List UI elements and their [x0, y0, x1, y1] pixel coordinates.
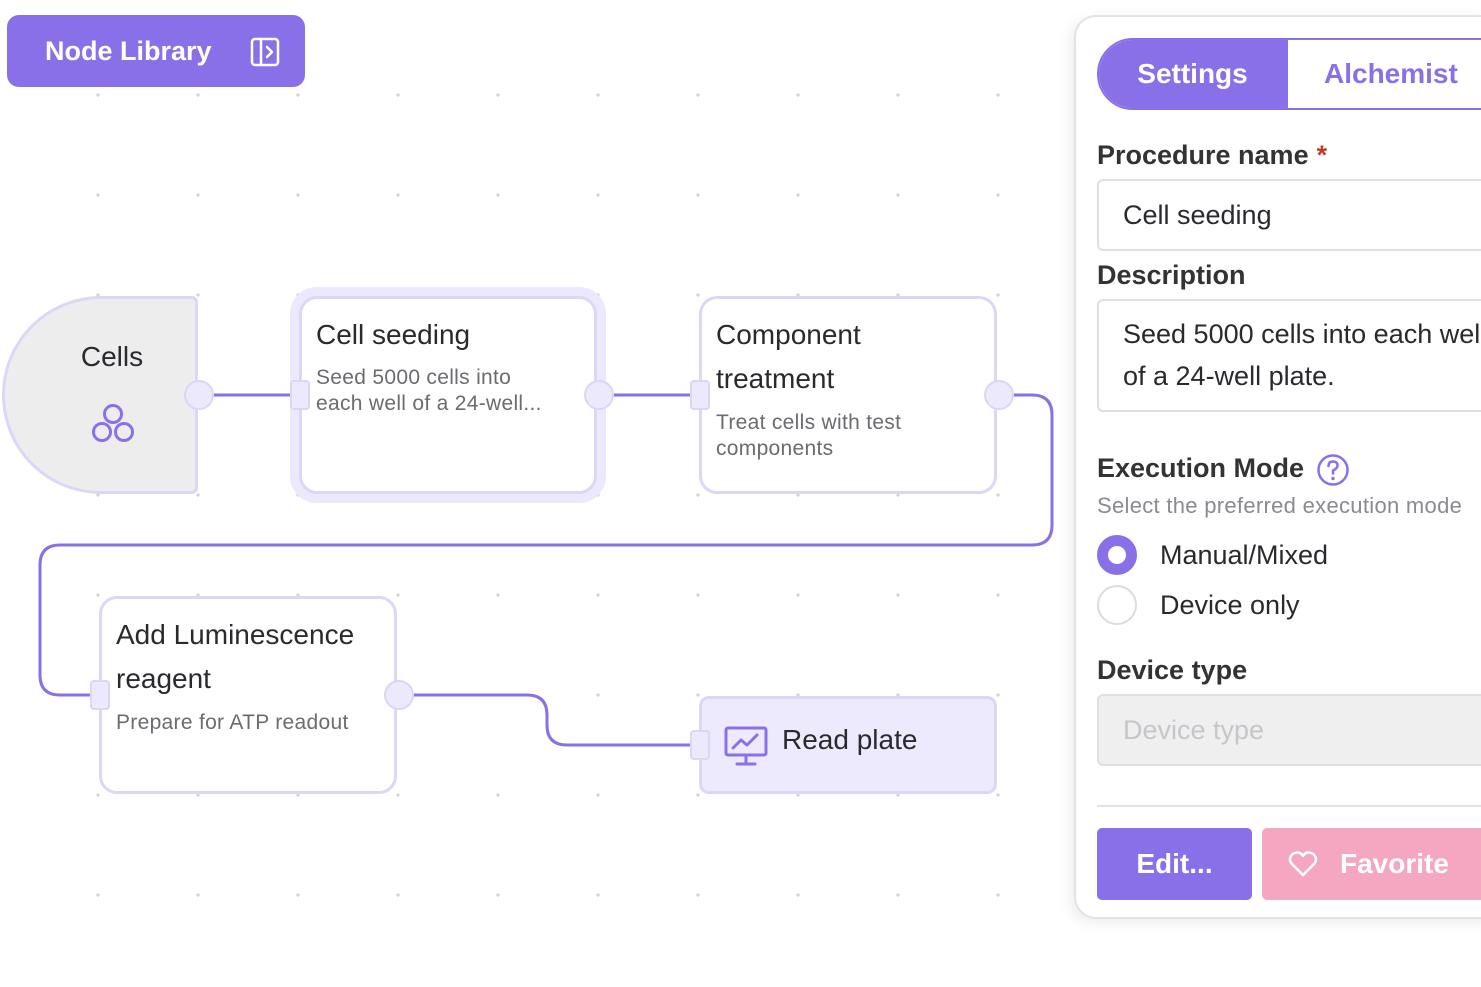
description-textarea[interactable]: Seed 5000 cells into each well of a 24-w… [1097, 299, 1481, 412]
node-cell-seeding-output-handle[interactable] [584, 380, 614, 410]
procedure-name-label: Procedure name* [1097, 140, 1327, 171]
node-cell-seeding-title: Cell seeding [316, 319, 471, 350]
execution-mode-hint: Select the preferred execution mode [1097, 493, 1463, 518]
node-cell-seeding-desc-line2: each well of a 24-well... [316, 392, 542, 415]
node-cells-output-handle[interactable] [184, 380, 214, 410]
node-component-treatment-output-handle[interactable] [984, 380, 1014, 410]
node-add-luminescence-title-line2: reagent [116, 663, 211, 694]
node-library-button[interactable]: Node Library [7, 15, 305, 87]
monitor-chart-icon [724, 725, 768, 772]
radio-manual-mixed-label: Manual/Mixed [1160, 539, 1329, 570]
node-component-treatment-desc-line2: components [716, 437, 834, 460]
radio-device-only-control[interactable] [1097, 585, 1137, 625]
node-cell-seeding[interactable]: Cell seeding Seed 5000 cells into each w… [299, 296, 597, 494]
cells-icon [89, 400, 137, 453]
radio-device-only[interactable]: Device only [1097, 585, 1300, 625]
sidebar-panel-icon [250, 37, 280, 74]
edge-component-treatment-to-add-luminescence [38, 393, 1054, 697]
node-read-plate[interactable]: Read plate [699, 696, 997, 794]
radio-manual-mixed-control[interactable] [1097, 535, 1137, 575]
node-add-luminescence-input-handle[interactable] [90, 680, 110, 710]
node-component-treatment-title-line2: treatment [716, 363, 835, 394]
panel-tabs: Settings Alchemist [1097, 38, 1481, 110]
tab-alchemist[interactable]: Alchemist [1286, 40, 1481, 108]
help-icon[interactable] [1316, 453, 1350, 492]
radio-manual-mixed[interactable]: Manual/Mixed [1097, 535, 1328, 575]
device-type-input[interactable] [1097, 694, 1481, 766]
edit-button[interactable]: Edit... [1097, 828, 1252, 900]
device-type-label: Device type [1097, 655, 1248, 685]
node-component-treatment-desc-line1: Treat cells with test [716, 411, 902, 434]
favorite-button-label: Favorite [1340, 848, 1449, 879]
node-add-luminescence-desc: Prepare for ATP readout [116, 711, 349, 734]
node-library-label: Node Library [45, 35, 212, 66]
node-cells[interactable]: Cells [2, 296, 198, 494]
procedure-name-label-text: Procedure name [1097, 140, 1309, 170]
node-add-luminescence-reagent[interactable]: Add Luminescence reagent Prepare for ATP… [99, 596, 397, 794]
procedure-name-input[interactable] [1097, 179, 1481, 251]
tab-settings[interactable]: Settings [1099, 40, 1286, 108]
node-cell-seeding-input-handle[interactable] [290, 380, 310, 410]
heart-icon [1288, 850, 1318, 878]
panel-divider [1097, 805, 1481, 807]
radio-device-only-label: Device only [1160, 589, 1300, 620]
node-component-treatment[interactable]: Component treatment Treat cells with tes… [699, 296, 997, 494]
description-label: Description [1097, 260, 1246, 290]
required-marker: * [1316, 140, 1328, 170]
node-read-plate-title: Read plate [782, 724, 918, 755]
node-cells-title: Cells [80, 341, 144, 372]
node-component-treatment-input-handle[interactable] [690, 380, 710, 410]
node-cell-seeding-desc-line1: Seed 5000 cells into [316, 366, 512, 389]
node-add-luminescence-output-handle[interactable] [384, 680, 414, 710]
settings-panel: Settings Alchemist Procedure name* Descr… [1074, 15, 1481, 919]
edge-add-luminescence-to-read-plate [413, 693, 692, 747]
node-add-luminescence-title-line1: Add Luminescence [116, 619, 355, 650]
node-component-treatment-title-line1: Component [716, 319, 861, 350]
execution-mode-label: Execution Mode [1097, 453, 1305, 483]
node-read-plate-input-handle[interactable] [690, 730, 710, 760]
favorite-button[interactable]: Favorite [1262, 828, 1481, 900]
